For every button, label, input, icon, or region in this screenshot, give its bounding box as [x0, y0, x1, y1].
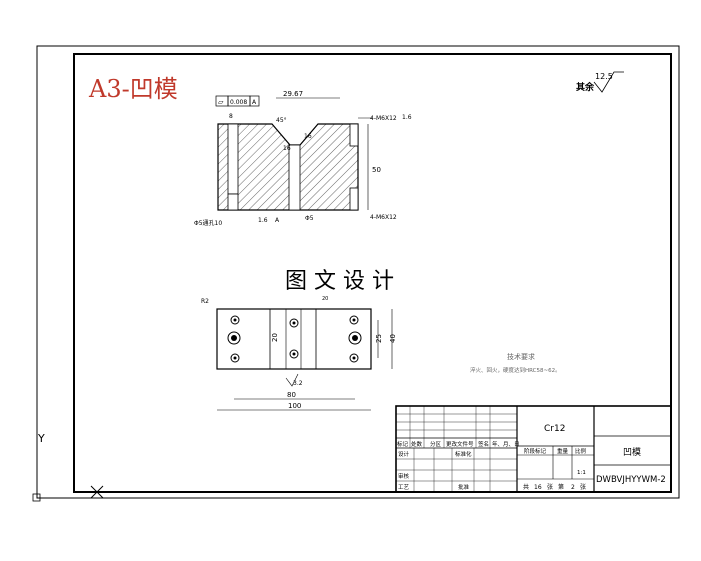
- front-view: ⏥ 0.008 A 29.67 8 45° 16 16 50 4-M6X12 1…: [194, 90, 412, 227]
- material: Cr12: [544, 424, 565, 434]
- technical-requirements: 技术要求 淬火、回火，硬度达到HRC58~62。: [470, 352, 561, 374]
- ucs-icon: Y: [32, 432, 45, 502]
- dim-angle: 45°: [276, 117, 287, 124]
- dim-inner: 16: [283, 145, 291, 152]
- thread-top: 4-M6X12: [370, 115, 397, 122]
- ucs-axis-label: Y: [37, 432, 45, 445]
- dim-40: 40: [389, 334, 397, 343]
- header-label-6: 年、月、日: [492, 440, 520, 448]
- drawing-number: DWBVJHYYWM-2: [596, 475, 666, 485]
- dim-20: 20: [271, 333, 279, 342]
- top-dim: 20: [322, 296, 328, 302]
- dim-top-width: 29.67: [283, 90, 303, 98]
- header-label-2: 处数: [411, 440, 423, 448]
- tech-req-line: 淬火、回火，硬度达到HRC58~62。: [470, 366, 561, 374]
- weight-label: 重量: [557, 447, 569, 455]
- roughness-value: 12.5: [595, 72, 613, 81]
- bottom-datum: A: [275, 217, 280, 224]
- scale-value: 1:1: [577, 470, 586, 476]
- row-approve: 批准: [458, 483, 470, 491]
- flatness-value: 0.008: [230, 99, 247, 106]
- dim-height: 50: [372, 166, 381, 174]
- dim-100: 100: [288, 402, 301, 410]
- crosshair-cursor: [90, 485, 104, 499]
- outer-border: [36, 45, 680, 499]
- header-label-3: 分区: [430, 440, 442, 448]
- dim-80: 80: [287, 391, 296, 399]
- row-review: 审核: [398, 472, 410, 480]
- sheet-no: 2: [571, 484, 575, 491]
- row-process: 工艺: [398, 484, 410, 491]
- watermark: 图 文 设 计: [285, 269, 394, 294]
- sheet-no-label: 第: [558, 483, 564, 491]
- roughness-right: 1.6: [402, 114, 412, 121]
- dim-hole-left: 8: [229, 113, 233, 120]
- roughness-bottom: 3.2: [293, 380, 303, 387]
- thread-bottom: 4-M6X12: [370, 214, 397, 221]
- part-name: 凹模: [623, 447, 641, 458]
- title-block: [395, 405, 672, 493]
- flatness-datum: A: [252, 99, 257, 106]
- scale-label: 比例: [575, 447, 587, 455]
- corner-note: R2: [201, 298, 209, 305]
- header-label-4: 更改文件号: [446, 440, 474, 448]
- sheet-title: A3-凹模: [88, 75, 178, 103]
- sheets-total: 16: [534, 484, 542, 491]
- row-standard: 标准化: [455, 450, 472, 458]
- title-block-text: Cr12 凹模 DWBVJHYYWM-2 标记 处数 分区 更改文件号 签名 年…: [397, 424, 666, 491]
- stage-label: 阶段标记: [524, 447, 547, 455]
- bottom-dim: Φ5: [305, 215, 314, 222]
- dim-25: 25: [375, 334, 383, 343]
- tech-req-heading: 技术要求: [507, 352, 535, 361]
- sheets-total-label: 共: [523, 483, 529, 491]
- roughness-symbol: 其余 12.5: [576, 71, 624, 93]
- sheets-unit: 张: [547, 483, 553, 491]
- header-label-1: 标记: [397, 440, 409, 448]
- roughness-note: 其余: [576, 81, 595, 93]
- bottom-mid-note: 1.6: [258, 217, 268, 224]
- bottom-left-note: Φ5通孔10: [194, 219, 222, 227]
- header-label-5: 签名: [478, 440, 489, 448]
- row-design: 设计: [398, 450, 410, 458]
- flatness-symbol: ⏥: [218, 98, 224, 106]
- inner-frame: [73, 53, 672, 493]
- sheets-unit-2: 张: [580, 483, 586, 491]
- dim-depth: 16: [304, 133, 312, 140]
- top-view: R2 20 20 25 40 3.2 80 100: [201, 296, 397, 411]
